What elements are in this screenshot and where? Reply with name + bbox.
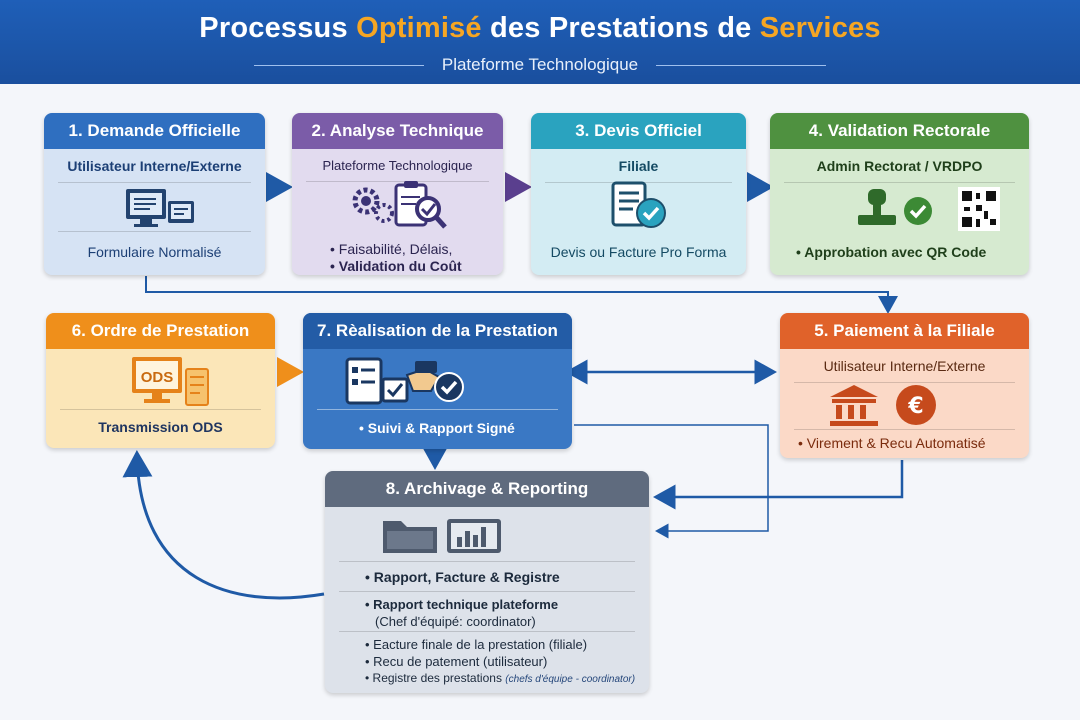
step-2-actor: Plateforme Technologique [322,158,473,173]
list-item: • Registre des prestations (chefs d'équi… [365,671,636,685]
arrow-5-to-8 [653,460,904,510]
step-4-bullets: • Approbation avec QR Code [796,244,986,260]
checklist-handshake-icon [345,357,464,405]
step-8-card: 8. Archivage & Reporting • Rapport, Fact… [325,471,649,693]
step-4-title: 4. Validation Rectorale [770,113,1029,149]
step-5-title: 5. Paiement à la Filiale [780,313,1029,349]
step-7-bullets: • Suivi & Rapport Signé [359,420,515,436]
list-item: (Chef d'équipé: coordinator) [375,614,536,629]
svg-text:€: € [907,394,923,419]
ods-monitor-icon: ODS [132,357,209,406]
ods-label: ODS [141,369,174,386]
step-5-card: 5. Paiement à la Filiale Utilisateur Int… [780,313,1029,458]
folder-report-icon [383,519,501,553]
list-item: • Recu de patement (utilisateur) [365,654,548,669]
step-1-actor: Utilisateur Interne/Externe [67,158,242,174]
step-3-card: 3. Devis Officiel Filiale Devis ou Factu… [531,113,746,275]
step-1-output: Formulaire Normalisé [87,244,222,260]
step-6-output: Transmission ODS [98,419,223,435]
step-3-actor: Filiale [618,158,659,174]
computer-monitors-icon [126,189,194,227]
list-item: • Approbation avec QR Code [796,244,987,260]
bank-euro-icon: € [830,385,936,426]
list-item: • Virement & Recu Automatisé [798,435,986,451]
step-5-bullets: • Virement & Recu Automatisé [798,435,986,451]
subtitle-divider-left [253,64,424,66]
step-4-actor: Admin Rectorat / VRDPO [816,158,983,174]
step-4-card: 4. Validation Rectorale Admin Rectorat /… [770,113,1029,275]
document-check-icon [611,181,666,228]
arrow-row1-to-5 [145,276,898,314]
arrow-8-to-6 [122,450,325,600]
step-2-title: 2. Analyse Technique [292,113,503,149]
step-7-title: 7. Rèalisation de la Prestation [303,313,572,349]
stamp-check-qr-icon [858,187,1000,231]
list-item: • Validation du Coût [330,258,462,274]
step-6-card: 6. Ordre de Prestation ODS Transmission … [46,313,275,448]
step-3-title: 3. Devis Officiel [531,113,746,149]
page-subtitle: Plateforme Technologique [441,55,639,74]
arrow-7-side-to-8 [574,424,769,539]
step-2-card: 2. Analyse Technique Plateforme Technolo… [292,113,503,275]
gears-clipboard-magnifier-icon [352,181,447,229]
list-item: • Eacture finale de la prestation (filia… [365,637,588,652]
step-1-title: 1. Demande Officielle [44,113,265,149]
step-8-group-2: • Rapport technique plateforme (Chef d'é… [365,596,558,630]
step-3-output: Devis ou Facture Pro Forma [550,244,727,260]
list-item: • Rapport technique plateforme [365,597,559,612]
step-8-group-3: • Eacture finale de la prestation (filia… [365,636,635,688]
step-2-bullets: • Faisabilité, Délais, • Validation du C… [330,241,462,275]
list-item: • Faisabilité, Délais, [330,241,453,257]
step-8-group-1: • Rapport, Facture & Registre [365,569,560,585]
step-6-title: 6. Ordre de Prestation [46,313,275,349]
step-7-card: 7. Rèalisation de la Prestation • Suivi … [303,313,572,449]
page-title: Processus Optimisé des Prestations de Se… [199,12,881,44]
list-item: • Rapport, Facture & Registre [365,569,560,585]
list-item: • Suivi & Rapport Signé [359,420,515,436]
step-1-card: 1. Demande Officielle Utilisateur Intern… [44,113,265,275]
header-banner: Processus Optimisé des Prestations de Se… [0,0,1080,84]
subtitle-divider-right [656,64,827,66]
step-5-actor: Utilisateur Interne/Externe [823,358,986,374]
step-8-title: 8. Archivage & Reporting [325,471,649,507]
